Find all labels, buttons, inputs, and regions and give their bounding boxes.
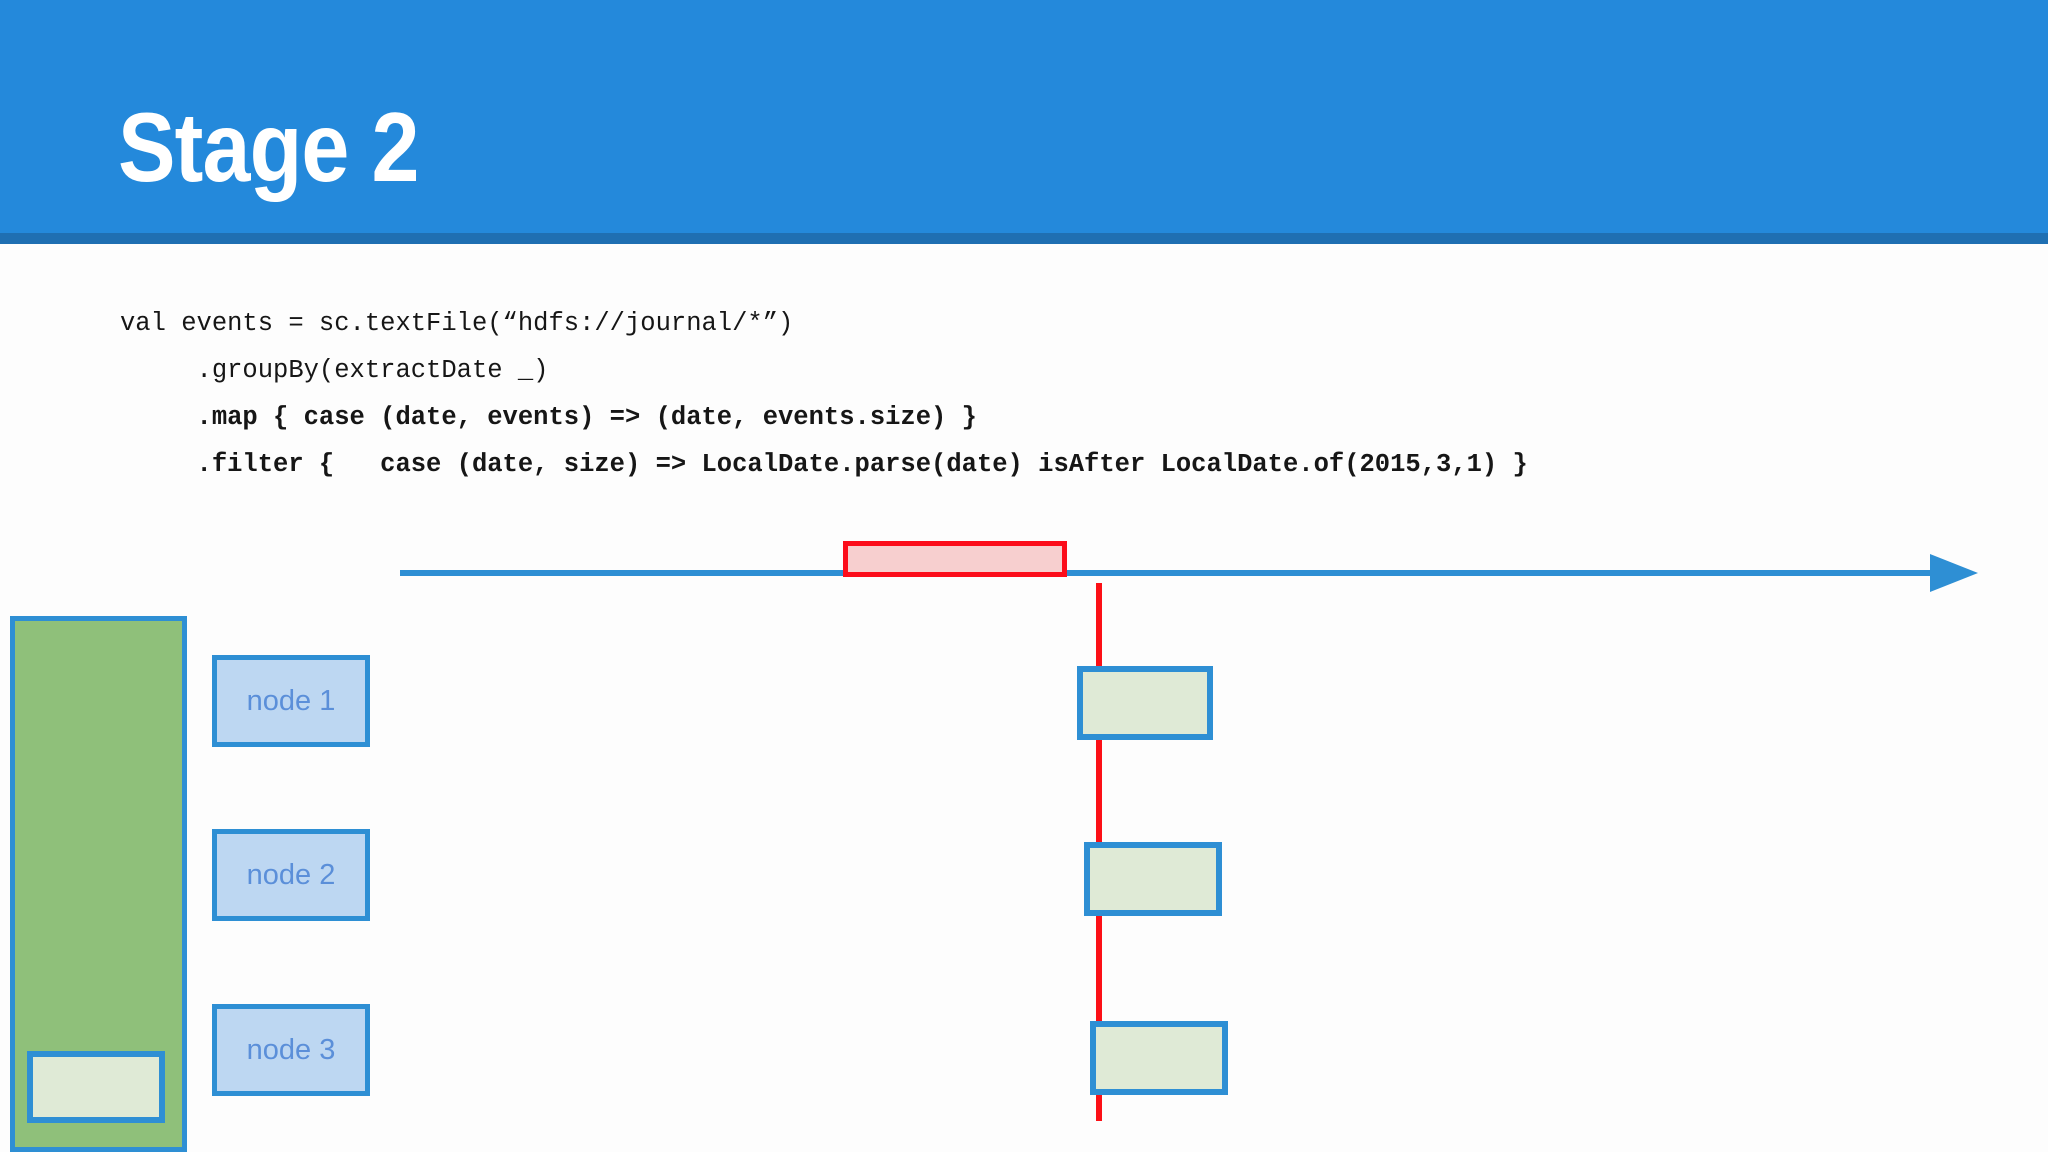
node-box-1: node 1 bbox=[212, 655, 370, 747]
node-label: node 2 bbox=[246, 858, 336, 891]
node-1-partition-box bbox=[1077, 666, 1213, 740]
selected-date-range-highlight bbox=[843, 541, 1067, 577]
slide-header-underline bbox=[0, 233, 2048, 244]
final-filtered-result-box bbox=[27, 1051, 165, 1123]
node-3-partition-box bbox=[1090, 1021, 1228, 1095]
node-label: node 1 bbox=[246, 684, 336, 717]
code-line: .groupBy(extractDate _) bbox=[120, 356, 549, 385]
page-title: Stage 2 bbox=[118, 92, 419, 202]
slide-header-band bbox=[0, 0, 2048, 233]
node-box-2: node 2 bbox=[212, 829, 370, 921]
code-line: .filter { case (date, size) => LocalDate… bbox=[120, 450, 1528, 479]
code-line: val events = sc.textFile(“hdfs://journal… bbox=[120, 309, 794, 338]
node-box-3: node 3 bbox=[212, 1004, 370, 1096]
code-line: .map { case (date, events) => (date, eve… bbox=[120, 403, 977, 432]
node-2-partition-box bbox=[1084, 842, 1222, 916]
timeline-arrow-icon bbox=[400, 554, 1978, 592]
node-label: node 3 bbox=[246, 1033, 336, 1066]
